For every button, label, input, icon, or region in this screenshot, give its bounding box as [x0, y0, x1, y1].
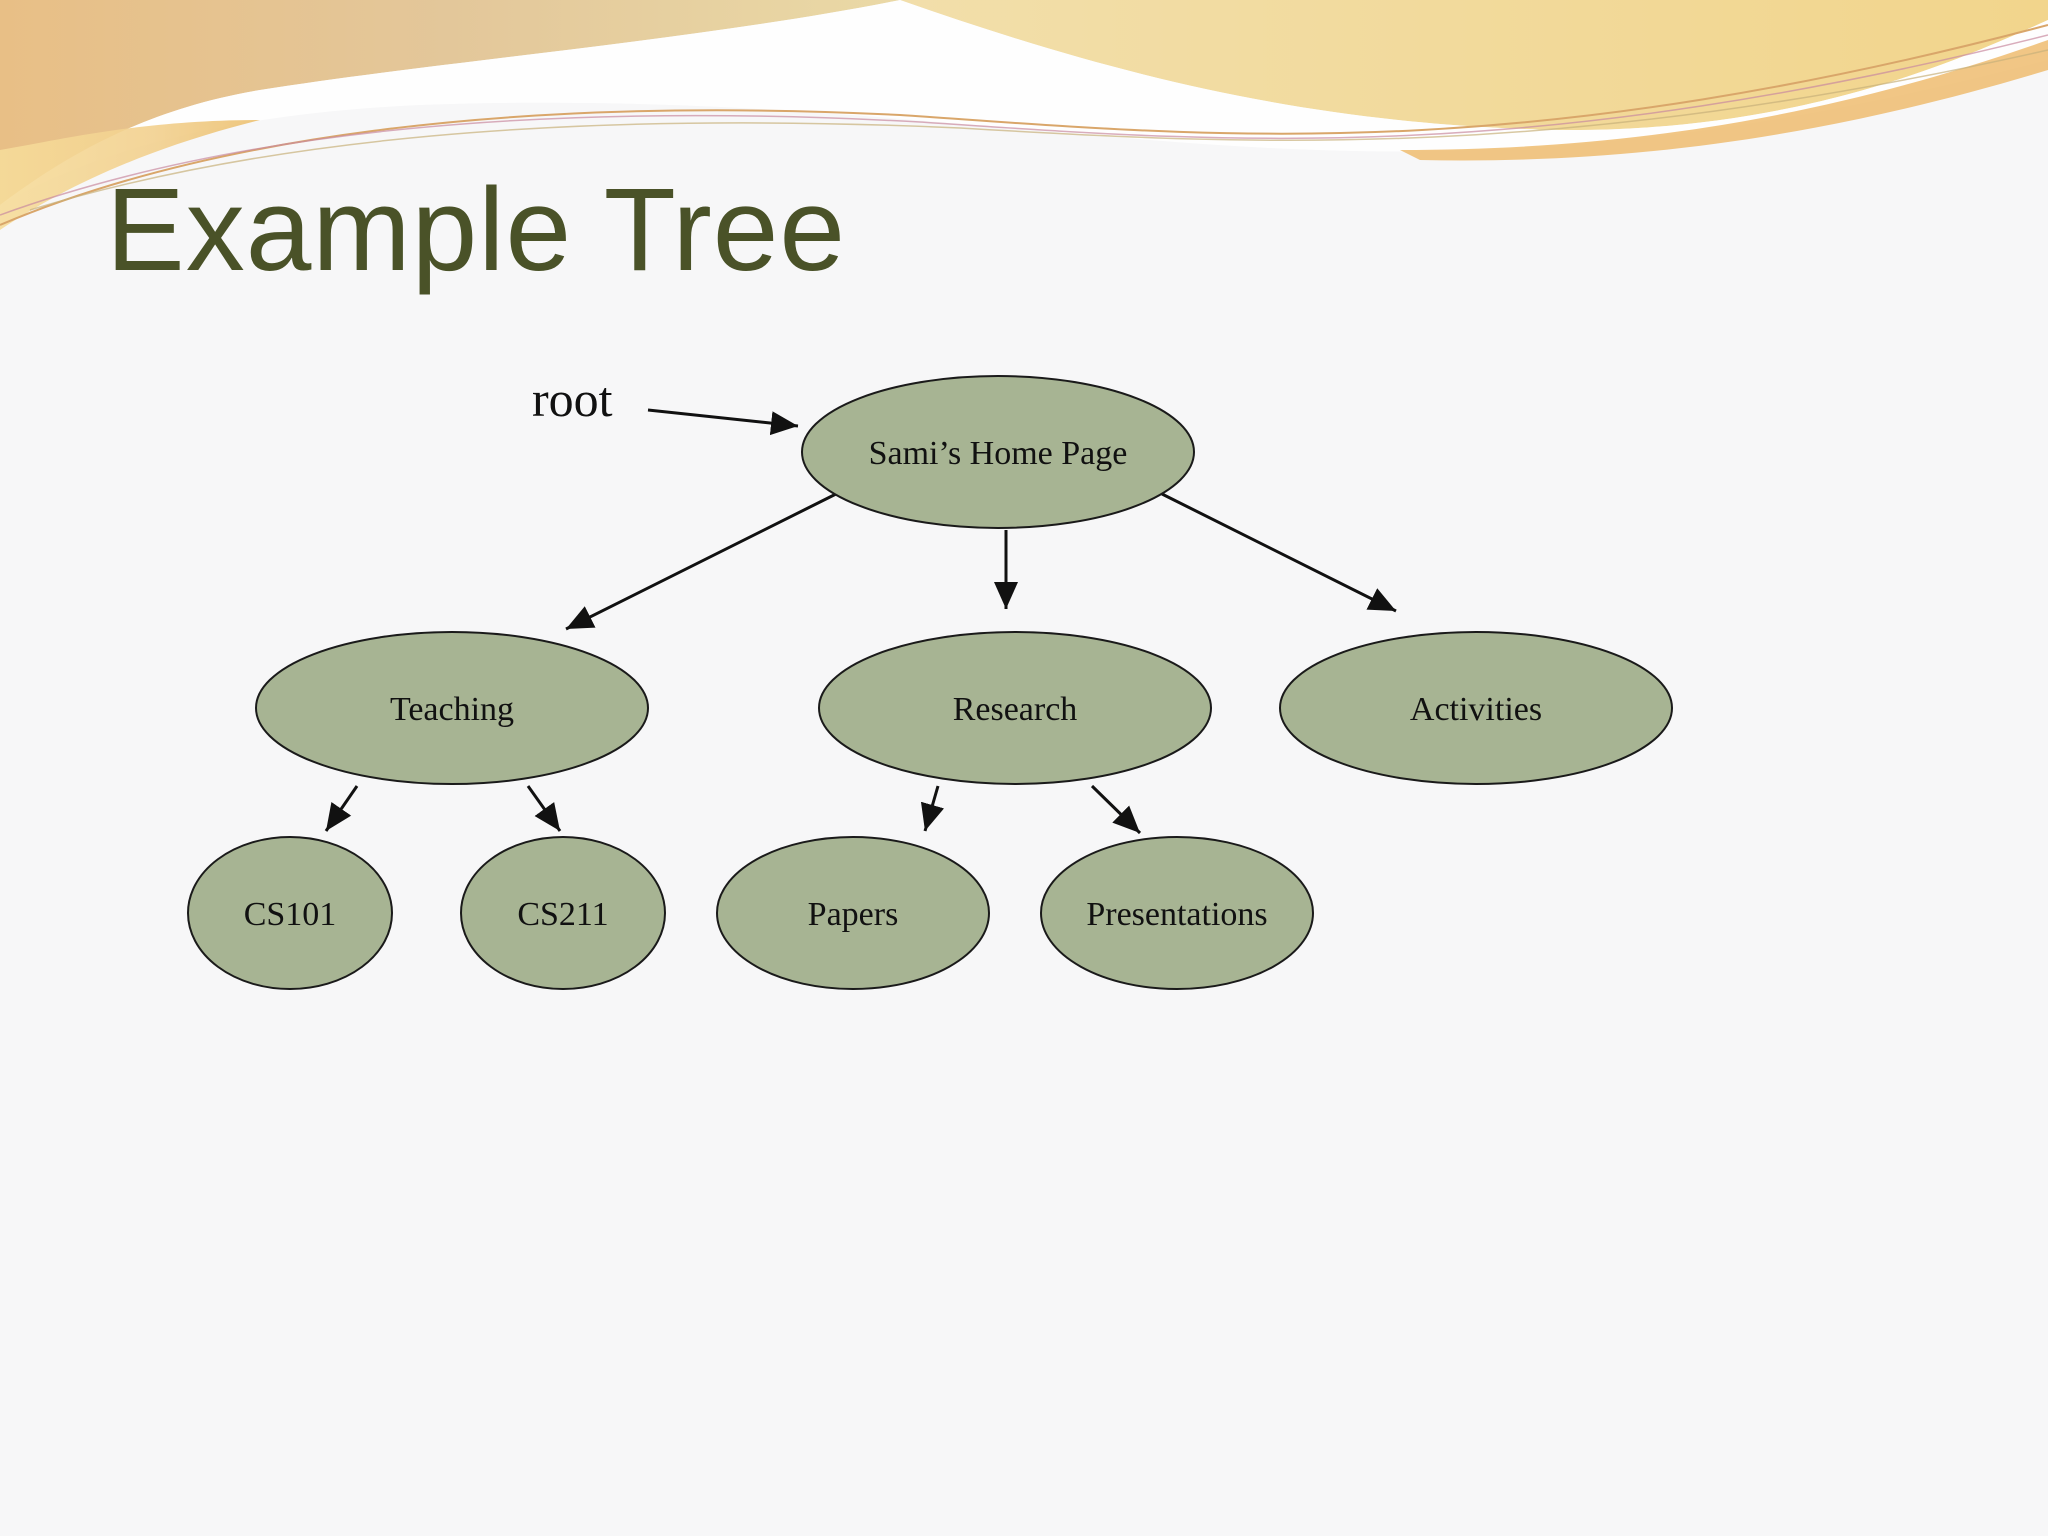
node-label-teaching: Teaching: [390, 691, 514, 728]
node-label-papers: Papers: [808, 896, 899, 933]
tree-node-papers: Papers: [716, 836, 990, 990]
edge-research-presentations: [1090, 784, 1142, 835]
edge-teaching-cs211: [526, 785, 562, 832]
root-pointer-arrow: [647, 408, 799, 436]
tree-node-teaching: Teaching: [255, 631, 649, 785]
tree-node-presentations: Presentations: [1040, 836, 1314, 990]
node-label-presentations: Presentations: [1086, 896, 1267, 933]
tree-node-cs211: CS211: [460, 836, 666, 990]
edge-home-teaching: [565, 492, 837, 631]
node-label-cs211: CS211: [517, 896, 608, 933]
tree-node-research: Research: [818, 631, 1212, 785]
node-label-cs101: CS101: [244, 896, 337, 933]
slide-title: Example Tree: [106, 164, 846, 296]
node-label-research: Research: [953, 691, 1078, 728]
edge-teaching-cs101: [324, 785, 359, 832]
node-label-activities: Activities: [1410, 691, 1542, 728]
edge-research-papers: [920, 785, 945, 832]
decorative-wave-banner: [0, 0, 2048, 230]
node-label-home: Sami’s Home Page: [869, 435, 1128, 472]
edge-home-activities: [1161, 492, 1397, 613]
tree-node-activities: Activities: [1279, 631, 1673, 785]
root-label: root: [532, 371, 613, 427]
tree-node-cs101: CS101: [187, 836, 393, 990]
tree-node-home: Sami’s Home Page: [801, 375, 1195, 529]
